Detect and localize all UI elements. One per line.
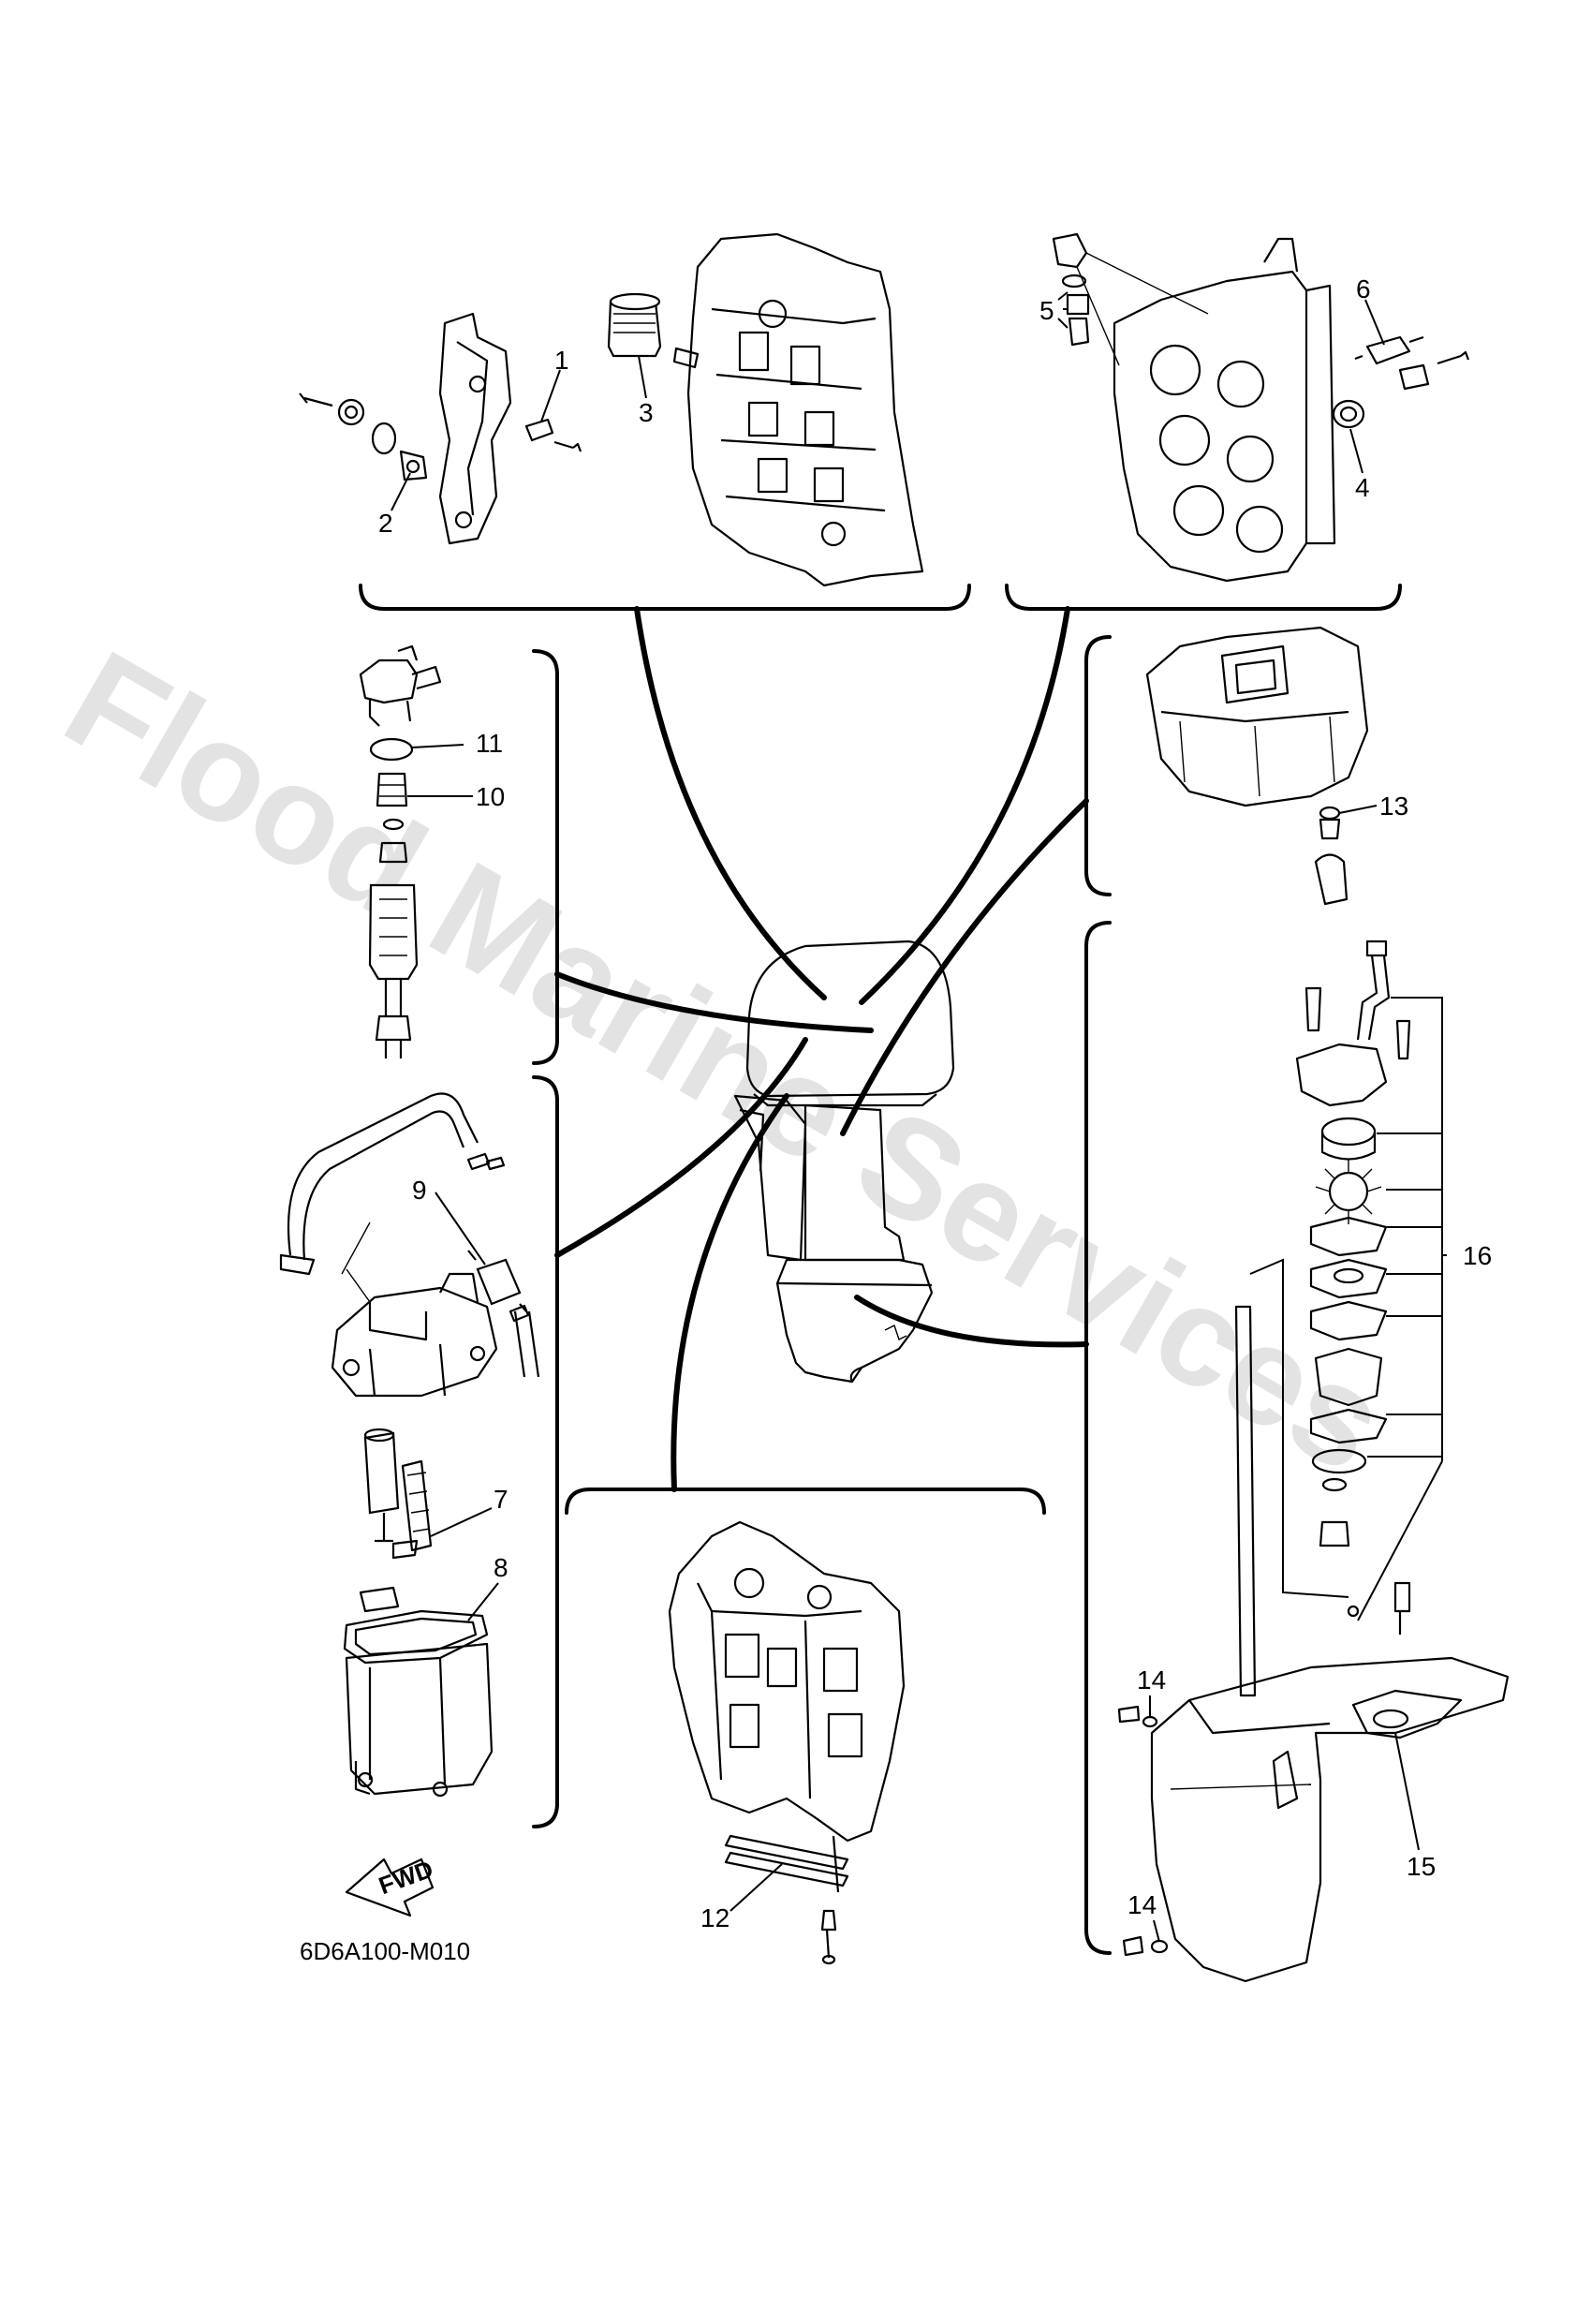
callout-1: 1 (554, 346, 569, 375)
bracket-cylinder-head (1005, 584, 1402, 611)
callout-14-bottom: 14 (1127, 1890, 1157, 1919)
vapor-separator-section (279, 1092, 540, 1798)
callout-6: 6 (1356, 274, 1371, 303)
callout-8: 8 (494, 1553, 508, 1582)
bracket-upper-casing (565, 1488, 1046, 1515)
callout-9: 9 (412, 1176, 427, 1205)
figure-code: 6D6A100-M010 (300, 1937, 470, 1965)
callout-15: 15 (1407, 1852, 1436, 1881)
connector-lines (554, 606, 1089, 1492)
fwd-arrow: FWD (345, 1855, 436, 1917)
crankcase-section (299, 232, 924, 587)
callout-labels: 1 2 3 4 5 6 7 8 9 10 11 12 13 14 14 15 1… (378, 274, 1492, 1932)
oil-pan-section (1145, 626, 1369, 906)
callout-13: 13 (1379, 792, 1408, 821)
connector-cylinder-head (859, 606, 1070, 1005)
bracket-crankcase (359, 584, 971, 611)
connector-oil-pan (840, 798, 1089, 1136)
connector-lower-unit (854, 1295, 1089, 1348)
connector-vapor-separator (554, 1037, 808, 1258)
callout-11: 11 (476, 729, 503, 758)
callout-7: 7 (494, 1485, 508, 1514)
leader-lines (391, 291, 1447, 1943)
upper-casing-section (668, 1520, 906, 1965)
bracket-fuel-filter (532, 649, 559, 1065)
callout-16: 16 (1463, 1241, 1492, 1270)
callout-3: 3 (639, 398, 654, 427)
connector-upper-casing (671, 1093, 789, 1492)
connector-crankcase (634, 606, 827, 1000)
callout-14-top: 14 (1137, 1665, 1166, 1695)
bracket-oil-pan (1084, 635, 1112, 896)
watermark-text: Flood Marine Services (41, 620, 1411, 1502)
watermark: Flood Marine Services (41, 620, 1411, 1502)
section-brackets (359, 584, 1402, 1955)
callout-12: 12 (700, 1903, 730, 1932)
fuel-filter-section (359, 644, 442, 1058)
callout-5: 5 (1039, 296, 1054, 325)
callout-2: 2 (378, 509, 393, 538)
callout-4: 4 (1355, 473, 1370, 502)
bracket-vapor-separator (532, 1075, 559, 1828)
connector-fuel-filter (554, 971, 874, 1033)
cylinder-head-section (1052, 232, 1470, 583)
lower-unit-section (1117, 940, 1510, 1983)
callout-10: 10 (476, 782, 505, 811)
bracket-lower-unit (1084, 921, 1112, 1955)
